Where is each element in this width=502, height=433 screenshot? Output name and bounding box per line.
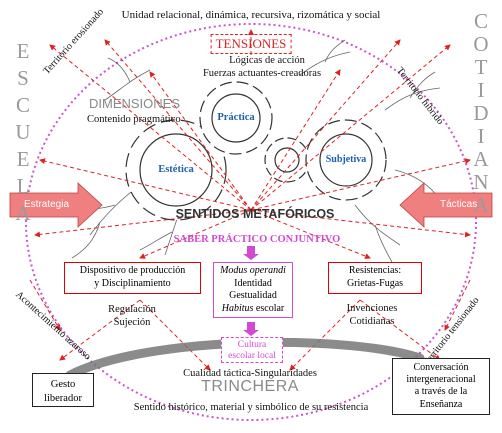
letter: E xyxy=(16,147,30,171)
tacticas-arrow-shape xyxy=(399,182,493,228)
escuela-vertical: E S C U E L A xyxy=(12,38,34,227)
sujecion-label: Sujeción xyxy=(113,317,151,328)
conversacion-line4: Enseñanza xyxy=(419,398,463,410)
gesto-line2: liberador xyxy=(44,392,82,404)
resistencias-box: Resistencias: Grietas-Fugas xyxy=(328,262,422,294)
conversacion-line1: Conversación xyxy=(413,362,469,373)
bottom-label: Sentido histórico, material y simbólico … xyxy=(133,402,369,413)
gear-practica xyxy=(199,81,273,155)
gear-practica-label: Práctica xyxy=(217,112,255,123)
dispositivo-line2: y Disciplinamiento xyxy=(94,277,171,289)
cultura-box: Cultura escolar local xyxy=(221,337,283,363)
cultura-line1: Cultura xyxy=(237,340,267,350)
logicas-label: Lógicas de acción xyxy=(229,55,305,66)
dispositivo-box: Dispositivo de producción y Disciplinami… xyxy=(64,262,201,294)
letter: C xyxy=(15,93,30,117)
gesto-line1: Gesto xyxy=(50,379,76,390)
letter: A xyxy=(473,193,489,217)
modus-line3: Gestualidad xyxy=(229,290,277,301)
letter: C xyxy=(473,9,488,33)
cotidiana-vertical: C O T I D I A N A xyxy=(470,10,492,217)
modus-line2: Identidad xyxy=(234,277,272,289)
gear-estetica-label: Estética xyxy=(158,164,194,175)
dispositivo-line1: Dispositivo de producción xyxy=(79,265,186,276)
sentidos-label: SENTIDOS METAFÓRICOS xyxy=(175,207,335,221)
fuerzas-label: Fuerzas actuantes-creadoras xyxy=(202,68,322,79)
letter: I xyxy=(477,78,485,102)
letter: T xyxy=(474,55,488,79)
cultura-line2: escolar local xyxy=(228,350,276,361)
habitus-rest: escolar xyxy=(253,302,285,314)
conversacion-line3: a través de la xyxy=(414,386,468,398)
regulacion-label: Regulación xyxy=(108,304,156,315)
saber-label: SABER PRÁCTICO CONJUNTIVO xyxy=(173,234,341,245)
letter: I xyxy=(477,124,485,148)
estrategia-label: Estrategia xyxy=(24,199,70,210)
modus-line1: Modus operandi xyxy=(220,265,286,276)
modus-line4: Habitus escolar xyxy=(217,303,289,316)
letter: A xyxy=(15,201,31,225)
letter: E xyxy=(16,39,30,63)
gear-estetica xyxy=(125,119,227,221)
top-label: Unidad relacional, dinámica, recursiva, … xyxy=(121,9,381,21)
habitus-italic: Habitus xyxy=(221,302,254,314)
trinchera-label: TRINCHERA xyxy=(201,378,299,395)
connector-arrows xyxy=(29,29,471,371)
conversacion-line2: intergeneracional xyxy=(406,374,476,386)
letter: N xyxy=(473,170,489,194)
down-arrow-1 xyxy=(243,246,259,260)
letter: A xyxy=(473,147,489,171)
dimensiones-label: DIMENSIONES xyxy=(89,96,181,111)
letter: S xyxy=(17,66,29,90)
contenido-pragmatico-label: Contenido pragmático xyxy=(87,114,181,125)
gear-subjetiva xyxy=(305,119,387,201)
down-arrow-2 xyxy=(243,322,259,336)
outer-ellipse xyxy=(25,23,477,421)
gesto-box: Gesto liberador xyxy=(32,373,94,407)
resistencias-line2: Grietas-Fugas xyxy=(346,277,404,289)
invenciones-label: Invenciones xyxy=(346,303,398,314)
modus-box: Modus operandi Identidad Gestualidad Hab… xyxy=(213,262,293,318)
estrategia-arrow-shape xyxy=(9,182,103,228)
gear-subjetiva-label: Subjetiva xyxy=(325,154,367,165)
gear-small xyxy=(264,137,310,183)
letter: L xyxy=(16,174,30,198)
tensiones-label: TENSIONES xyxy=(210,34,292,54)
letter: O xyxy=(473,32,489,56)
conversacion-box: Conversación intergeneracional a través … xyxy=(392,358,490,415)
cotidianas-label: Cotidianas xyxy=(349,316,395,327)
tacticas-label: Tácticas xyxy=(440,199,478,210)
letter: D xyxy=(473,101,489,125)
resistencias-line1: Resistencias: xyxy=(348,265,402,276)
letter: U xyxy=(15,120,31,144)
cualidad-label: Cualidad táctica-Singularidades xyxy=(183,368,317,379)
